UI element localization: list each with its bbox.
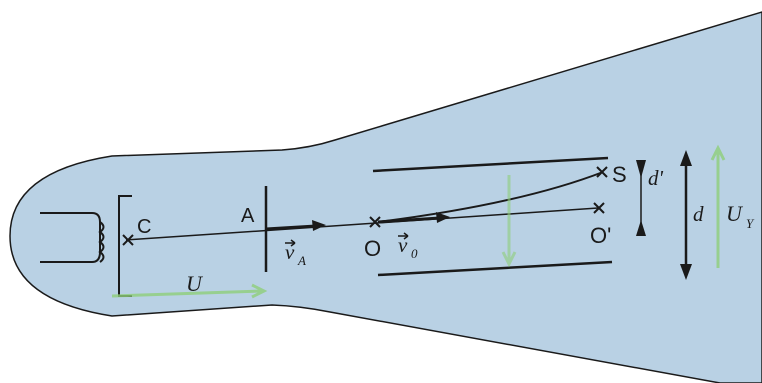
entry-point-marker	[369, 216, 381, 228]
impact-point-marker	[596, 166, 608, 178]
cathode-marker	[122, 234, 134, 246]
cathode-label: C	[137, 216, 151, 238]
field-arrow-u	[111, 283, 268, 299]
velocity-entry-vector-mark	[398, 232, 409, 240]
deflect-voltage-label: U Y	[726, 201, 755, 231]
deflection-total-arrow	[680, 150, 692, 280]
screen-center-label: O'	[590, 223, 611, 248]
velocity-entry-text: v	[398, 233, 408, 257]
velocity-vector-entry	[377, 212, 450, 224]
accel-voltage-label: U	[186, 271, 204, 296]
velocity-anode-vector-mark	[285, 239, 296, 247]
deflect-voltage-text: U	[726, 201, 744, 226]
heater-filament	[40, 212, 105, 263]
deflected-beam	[377, 171, 604, 223]
deflection-plate-bottom	[377, 260, 613, 277]
velocity-vector-anode	[265, 220, 326, 231]
accel-voltage-text: U	[186, 271, 204, 296]
anode-label: A	[241, 205, 255, 227]
velocity-anode-subscript: A	[297, 253, 306, 268]
screen-center-marker	[593, 202, 605, 214]
velocity-anode-text: v	[285, 240, 295, 264]
deflection-small-indicator	[636, 160, 646, 236]
impact-point-label: S	[612, 162, 627, 187]
beam-axis	[125, 207, 599, 241]
field-arrow-uy	[710, 144, 726, 268]
velocity-entry-subscript: 0	[411, 246, 418, 261]
tube-body	[9, 11, 762, 383]
entry-point-label: O	[364, 236, 381, 261]
field-arrow-plates	[501, 175, 517, 268]
deflection-plate-top	[372, 156, 609, 173]
deflect-voltage-subscript: Y	[746, 216, 755, 231]
deflection-total-label: d	[693, 202, 704, 226]
velocity-anode-label: v A	[285, 239, 306, 268]
deflection-small-label: d'	[648, 166, 664, 190]
velocity-entry-label: v 0	[398, 232, 418, 261]
